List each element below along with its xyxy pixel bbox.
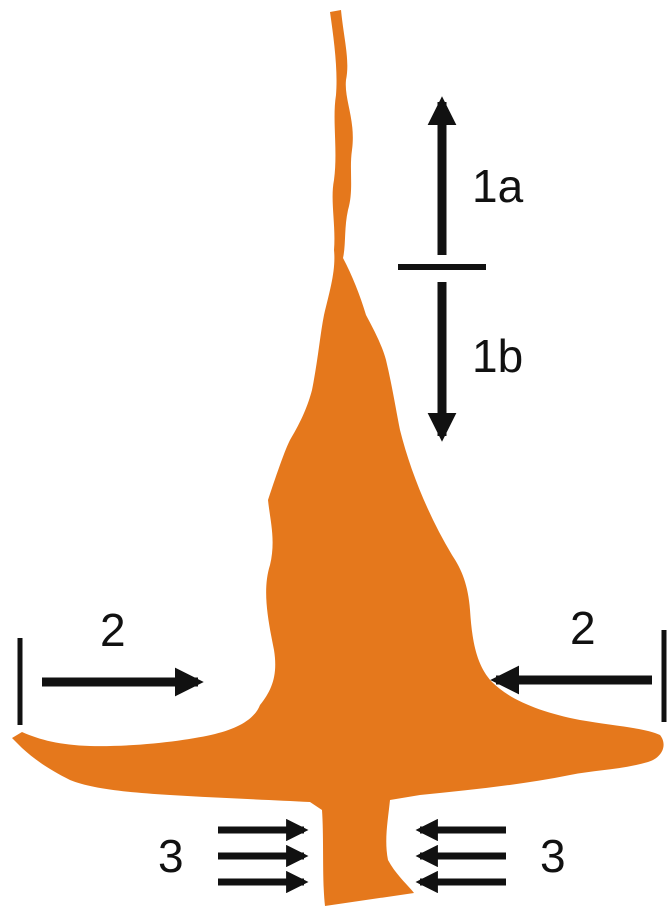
label-1a: 1a <box>472 160 524 212</box>
label-2-left: 2 <box>100 604 126 656</box>
label-1b: 1b <box>472 330 523 382</box>
orange-shape <box>12 10 664 906</box>
label-2-right: 2 <box>570 602 596 654</box>
label-3-right: 3 <box>540 830 566 882</box>
label-3-left: 3 <box>158 830 184 882</box>
